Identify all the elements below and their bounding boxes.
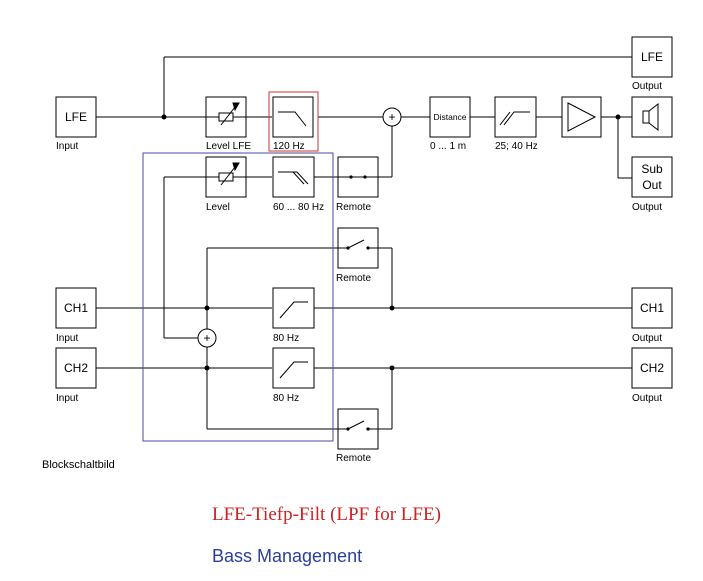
- svg-text:Input: Input: [56, 393, 78, 404]
- svg-text:LFE: LFE: [65, 110, 87, 124]
- remote-switch-bottom: Remote: [336, 408, 379, 464]
- distance-block: Distance 0 ... 1 m: [429, 96, 471, 152]
- lfe-input-block: LFE Input: [55, 96, 97, 152]
- switch-icon: [347, 239, 365, 249]
- signal-wires: [96, 56, 632, 430]
- potentiometer-icon: [218, 112, 234, 122]
- level-lfe-block: Level LFE: [205, 96, 251, 152]
- svg-text:Remote: Remote: [336, 453, 371, 464]
- hpf-ch2-block: 80 Hz: [272, 347, 315, 404]
- svg-text:LFE: LFE: [641, 50, 663, 64]
- amplifier-block: [561, 96, 602, 138]
- switch-icon: [347, 420, 365, 430]
- svg-text:CH2: CH2: [64, 361, 88, 375]
- svg-text:+: +: [203, 331, 210, 345]
- highpass-icon: [279, 361, 308, 379]
- adder-bottom: +: [197, 328, 217, 348]
- svg-text:0 ... 1 m: 0 ... 1 m: [430, 141, 466, 152]
- remote-switch-top: Remote: [336, 156, 379, 213]
- ch2-output-block: CH2 Output: [631, 347, 673, 404]
- amplifier-icon: [567, 102, 597, 132]
- lpf-highlight-frame: [268, 91, 319, 152]
- svg-text:CH2: CH2: [640, 361, 664, 375]
- svg-text:Output: Output: [632, 202, 662, 213]
- svg-text:120 Hz: 120 Hz: [273, 141, 305, 152]
- blockschaltbild-caption: Blockschaltbild: [42, 459, 115, 471]
- highpass-icon: [503, 111, 530, 126]
- bass-management-caption: Bass Management: [212, 546, 363, 566]
- lpf-caption: LFE-Tiefp-Filt (LPF for LFE): [212, 504, 441, 525]
- lfe-output-block: LFE Output: [631, 36, 673, 92]
- sub-out-block: Sub Out Output: [631, 156, 673, 213]
- svg-text:Input: Input: [56, 333, 78, 344]
- svg-text:Output: Output: [632, 393, 662, 404]
- lpf-60-80hz-block: 60 ... 80 Hz: [272, 156, 324, 213]
- lpf-120hz-block: 120 Hz: [268, 91, 319, 152]
- lowpass-icon: [278, 111, 307, 127]
- svg-text:Level: Level: [206, 202, 230, 213]
- highpass-icon: [279, 301, 308, 319]
- svg-text:CH1: CH1: [64, 301, 88, 315]
- svg-text:Remote: Remote: [336, 273, 371, 284]
- svg-text:Input: Input: [56, 141, 78, 152]
- svg-text:80 Hz: 80 Hz: [273, 333, 299, 344]
- svg-text:Distance: Distance: [433, 112, 466, 122]
- svg-text:80 Hz: 80 Hz: [273, 393, 299, 404]
- ch1-output-block: CH1 Output: [631, 287, 673, 344]
- bass-management-group: [142, 152, 334, 442]
- remote-switch-mid: Remote: [336, 227, 379, 284]
- ch2-input-block: CH2 Input: [55, 347, 97, 404]
- potentiometer-icon: [218, 172, 234, 182]
- speaker-icon: [642, 110, 650, 124]
- svg-text:Level LFE: Level LFE: [206, 141, 251, 152]
- svg-text:+: +: [388, 110, 395, 124]
- svg-text:Output: Output: [632, 333, 662, 344]
- svg-text:25; 40 Hz: 25; 40 Hz: [495, 141, 538, 152]
- adder-top: +: [382, 107, 402, 127]
- svg-text:CH1: CH1: [640, 301, 664, 315]
- svg-text:Remote: Remote: [336, 202, 371, 213]
- hpf-ch1-block: 80 Hz: [272, 287, 315, 344]
- speaker-block: [631, 96, 673, 138]
- junction-dots: [161, 114, 621, 371]
- svg-text:60 ... 80 Hz: 60 ... 80 Hz: [273, 202, 324, 213]
- svg-text:Output: Output: [632, 81, 662, 92]
- ch1-input-block: CH1 Input: [55, 287, 97, 344]
- level-block: Level: [205, 156, 247, 213]
- svg-text:Sub: Sub: [641, 162, 663, 176]
- svg-text:Out: Out: [642, 178, 662, 192]
- hpf-25-40hz-block: 25; 40 Hz: [494, 96, 538, 152]
